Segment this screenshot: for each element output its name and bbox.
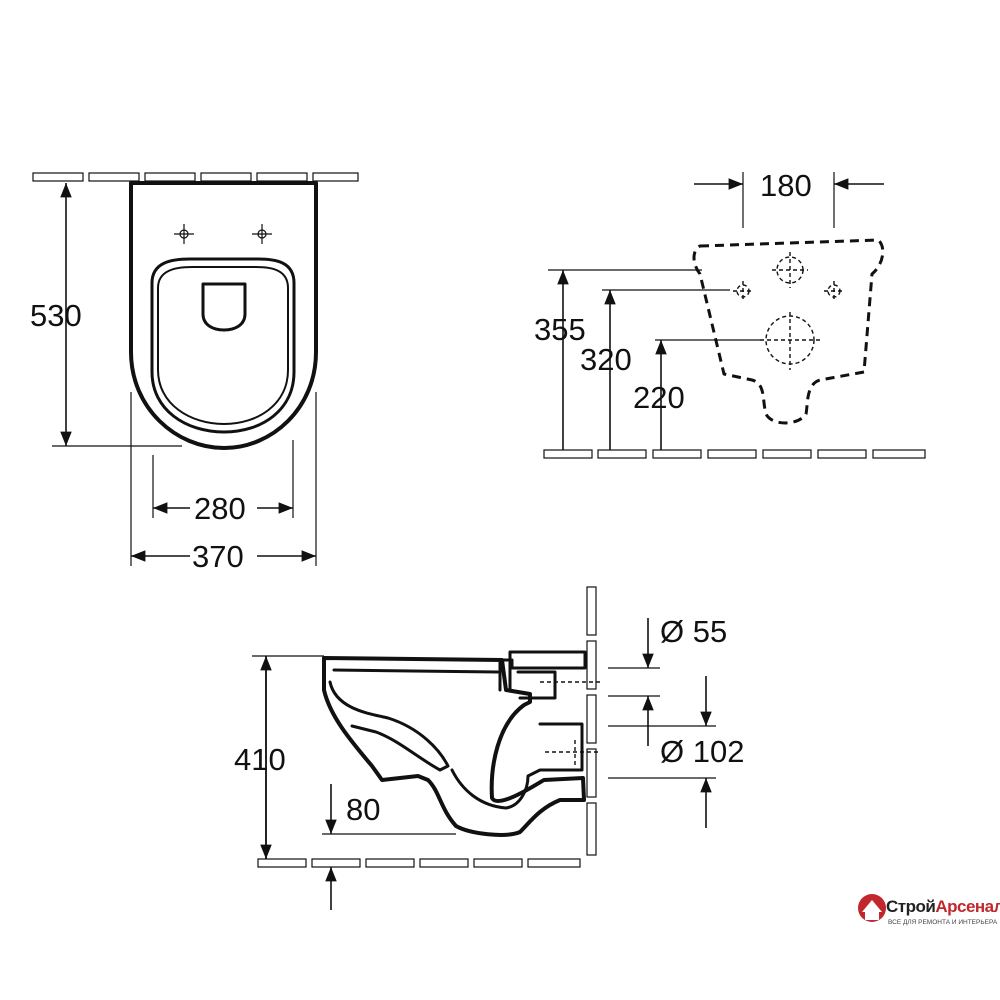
outlet-diameter-label: Ø 102 [660,734,744,769]
top-view-flush-opening [201,282,247,332]
side-view: 410 80 Ø 55 Ø 102 [234,586,744,910]
rear-view-outlet [760,312,822,370]
dimension-side-height: 410 [234,655,324,859]
outlet-height-label: 80 [346,792,380,827]
side-view-inner [328,668,500,772]
dimension-depth: 530 [30,183,182,447]
logo-mark [858,894,886,922]
dimension-height-mid: 320 [580,290,632,450]
inlet-diameter-label: Ø 55 [660,614,727,649]
height-upper-label: 355 [534,312,586,347]
logo-tagline: ВСЕ ДЛЯ РЕМОНТА И ИНТЕРЬЕРА [888,919,998,926]
side-view-floor [257,858,581,868]
dimension-outlet-height: 80 [322,784,456,910]
top-view-mounting-holes [174,224,272,244]
total-width-label: 370 [192,539,244,574]
seat-width-label: 280 [194,491,246,526]
height-lower-label: 220 [633,380,685,415]
top-view-seat [150,257,296,434]
logo-name-part1: Строй [886,897,936,916]
dimension-total-width: 370 [130,392,317,574]
dimension-hole-spacing: 180 [694,168,884,228]
depth-label: 530 [30,298,82,333]
rear-view: 180 355 320 220 [534,168,926,459]
side-view-bowl [322,656,586,837]
side-view-wall [586,586,597,856]
logo-title: СтройАрсенал [886,897,1000,917]
top-view-wall [32,172,359,182]
dimension-height-lower: 220 [633,340,685,450]
top-view: 530 280 370 [30,172,359,574]
hole-spacing-label: 180 [760,168,812,203]
rear-view-outline [692,238,885,425]
logo: СтройАрсенал ВСЕ ДЛЯ РЕМОНТА И ИНТЕРЬЕРА [856,888,1000,948]
dimension-outlet-diameter: Ø 102 [608,676,744,828]
top-view-bowl-outline [129,181,318,450]
rear-view-inlet-holes [733,252,844,301]
logo-name-part2: Арсенал [935,897,1000,916]
rear-view-floor [543,449,926,459]
height-mid-label: 320 [580,342,632,377]
dimension-seat-width: 280 [152,440,294,526]
dimension-inlet-diameter: Ø 55 [608,614,727,746]
dimension-height-upper: 355 [534,270,586,450]
side-height-label: 410 [234,742,286,777]
